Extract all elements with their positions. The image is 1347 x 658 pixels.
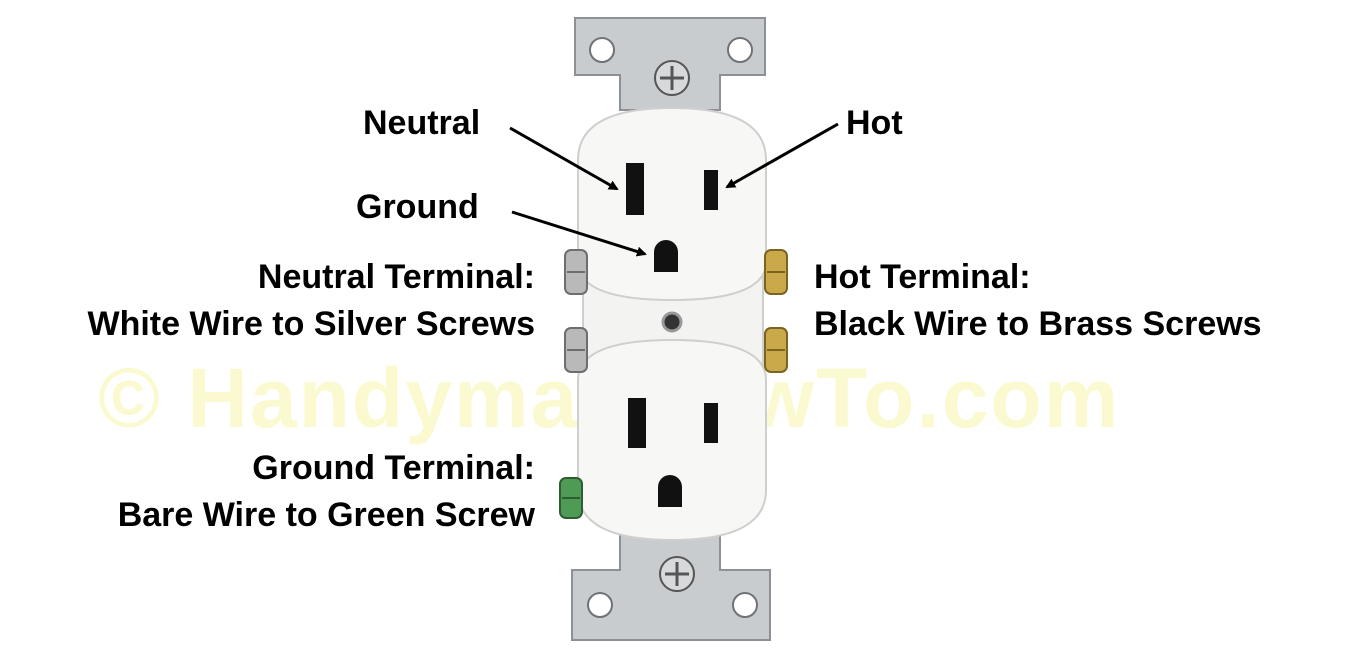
bottom-mounting-strap — [571, 531, 771, 641]
ground-terminal-desc: Bare Wire to Green Screw — [117, 496, 535, 535]
hot-terminal-title: Hot Terminal: — [814, 258, 1031, 296]
neutral-terminal-title: Neutral Terminal: — [257, 258, 535, 296]
ground-terminal-title: Ground Terminal: — [252, 449, 535, 487]
silver-screw-upper — [564, 249, 588, 295]
neutral-arrow — [509, 126, 619, 191]
lower-receptacle — [628, 398, 718, 507]
neutral-terminal-label: Neutral Terminal: White Wire to Silver S… — [88, 258, 536, 344]
hot-terminal-desc: Black Wire to Brass Screws — [814, 305, 1262, 344]
hot-label: Hot — [846, 104, 903, 142]
hot-terminal-label: Hot Terminal: Black Wire to Brass Screws — [814, 258, 1262, 344]
ground-label: Ground — [356, 188, 479, 226]
upper-receptacle — [626, 163, 718, 272]
brass-screw-upper — [764, 249, 788, 295]
ground-arrow — [511, 210, 647, 257]
neutral-terminal-desc: White Wire to Silver Screws — [87, 305, 536, 344]
brass-screw-lower — [764, 327, 788, 373]
hot-arrow — [725, 122, 839, 189]
neutral-label: Neutral — [363, 104, 481, 142]
outlet-body — [577, 106, 767, 542]
silver-screw-lower — [564, 327, 588, 373]
ground-terminal-label: Ground Terminal: Bare Wire to Green Scre… — [118, 449, 535, 535]
green-ground-screw — [559, 477, 583, 519]
top-mounting-strap — [574, 17, 766, 111]
